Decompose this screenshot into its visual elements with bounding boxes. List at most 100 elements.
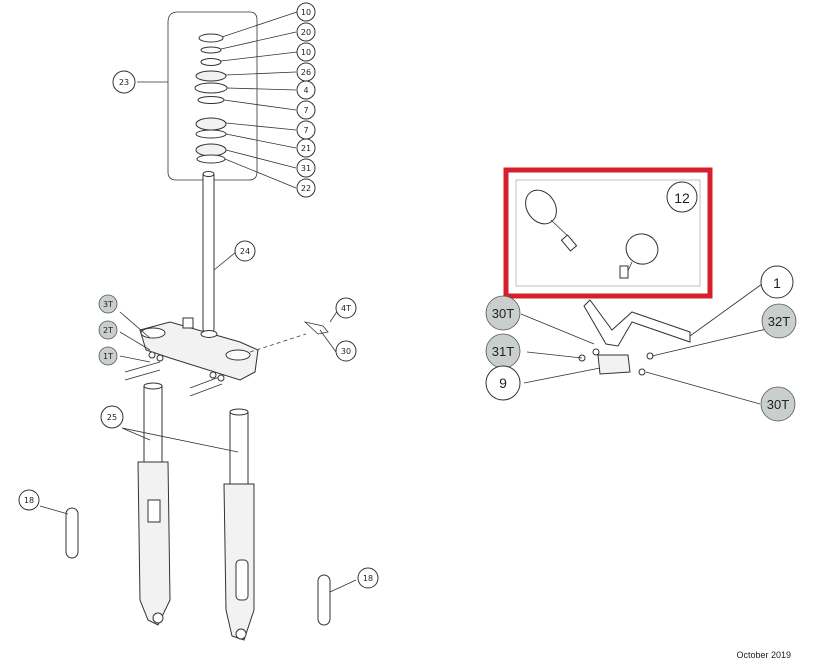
bolt [592, 348, 600, 356]
stem-tube [202, 171, 215, 333]
mirror-highlight-box: 12 [503, 167, 713, 299]
svg-text:26: 26 [301, 68, 311, 77]
callout-30: 30 [335, 340, 357, 362]
footer-date: October 2019 [736, 650, 791, 660]
ring-part [200, 58, 222, 66]
callout-7: 7 [296, 100, 316, 120]
bolt-head [156, 354, 164, 362]
callout-30T: 30T [485, 295, 521, 331]
leader-1T-3T [119, 311, 151, 363]
clamp-bolts [124, 361, 223, 397]
callout-3T: 3T [98, 294, 118, 314]
handlebar [583, 299, 691, 347]
svg-text:10: 10 [301, 8, 311, 17]
callout-12: 12 [666, 181, 698, 213]
fork-tube-top [143, 382, 163, 390]
reflector-parts [39, 505, 357, 626]
callout-10: 10 [296, 42, 316, 62]
svg-text:25: 25 [107, 413, 117, 422]
bearing-part [195, 129, 227, 139]
callout-32T: 32T [761, 303, 797, 339]
svg-text:10: 10 [301, 48, 311, 57]
ring-part [200, 46, 222, 54]
right-callouts: 1 30T 32T 31T 9 30T [485, 265, 797, 422]
callout-21: 21 [296, 138, 316, 158]
svg-text:20: 20 [301, 28, 311, 37]
svg-text:24: 24 [240, 247, 250, 256]
callout-31: 31 [296, 158, 316, 178]
fork-slot [235, 559, 249, 601]
ring-part [195, 70, 227, 82]
mirror-right-thread [619, 265, 629, 279]
svg-text:21: 21 [301, 144, 311, 153]
svg-text:18: 18 [363, 574, 373, 583]
callout-2T: 2T [98, 320, 118, 340]
bolt-head [217, 374, 225, 382]
fork-slider-left [137, 461, 171, 626]
callout-4T: 4T [335, 297, 357, 319]
svg-text:2T: 2T [103, 326, 113, 335]
mirror-left [525, 189, 557, 225]
svg-text:30: 30 [341, 347, 351, 356]
callout-26: 26 [296, 62, 316, 82]
ring-part [194, 82, 228, 94]
callout-23: 23 [112, 70, 136, 94]
svg-text:18: 18 [24, 496, 34, 505]
fork-bracket [147, 499, 161, 523]
group-23-outline [167, 11, 258, 181]
part-4T-30 [303, 321, 329, 335]
svg-text:7: 7 [303, 106, 308, 115]
ring-part [198, 33, 224, 43]
headset-bearing-group [137, 11, 298, 189]
svg-text:31: 31 [301, 164, 311, 173]
svg-text:30T: 30T [767, 397, 789, 412]
svg-text:3T: 3T [103, 300, 113, 309]
svg-text:32T: 32T [768, 314, 790, 329]
triple-clamp [119, 309, 339, 397]
svg-text:31T: 31T [492, 344, 514, 359]
left-callouts: 10 20 10 26 4 7 7 21 31 22 23 24 4T 30 3… [18, 2, 379, 589]
fork-tube-left [143, 385, 163, 465]
svg-text:4T: 4T [341, 304, 351, 313]
callout-10: 10 [296, 2, 316, 22]
leader-25 [121, 427, 239, 453]
svg-text:22: 22 [301, 184, 311, 193]
handlebar-clamp [597, 354, 631, 375]
bearing-part [195, 117, 227, 131]
callout-7: 7 [296, 120, 316, 140]
svg-text:30T: 30T [492, 306, 514, 321]
leader-24 [213, 251, 237, 271]
right-leader-lines [520, 283, 797, 405]
ring-part [197, 96, 225, 104]
reflector-right [317, 574, 331, 626]
callout-4: 4 [296, 80, 316, 100]
bolt [638, 368, 646, 376]
fork-legs [121, 382, 255, 641]
leader-4T-30 [319, 309, 339, 353]
inner-frame [515, 179, 701, 287]
clamp-boss [182, 317, 194, 329]
callout-18: 18 [18, 489, 40, 511]
mirror-left-thread [560, 234, 578, 252]
leader-18 [39, 505, 357, 593]
mirror-right [625, 233, 659, 265]
axle-hole [152, 612, 164, 624]
handlebar-assembly [520, 283, 797, 405]
clamp-bore [225, 349, 251, 361]
clamp-bore [200, 330, 218, 338]
fork-tube-top [229, 408, 249, 416]
svg-text:9: 9 [499, 375, 507, 391]
callout-25: 25 [100, 405, 124, 429]
callout-24: 24 [234, 240, 256, 262]
callout-31T: 31T [485, 333, 521, 369]
callout-20: 20 [296, 22, 316, 42]
axle-hole [235, 628, 247, 640]
dashed-link-30 [249, 333, 307, 353]
bearing-part [195, 143, 227, 157]
bolt-head [209, 371, 217, 379]
reflector-left [65, 507, 79, 559]
callout-18: 18 [357, 567, 379, 589]
bearing-part [196, 154, 226, 164]
callout-1T: 1T [98, 346, 118, 366]
